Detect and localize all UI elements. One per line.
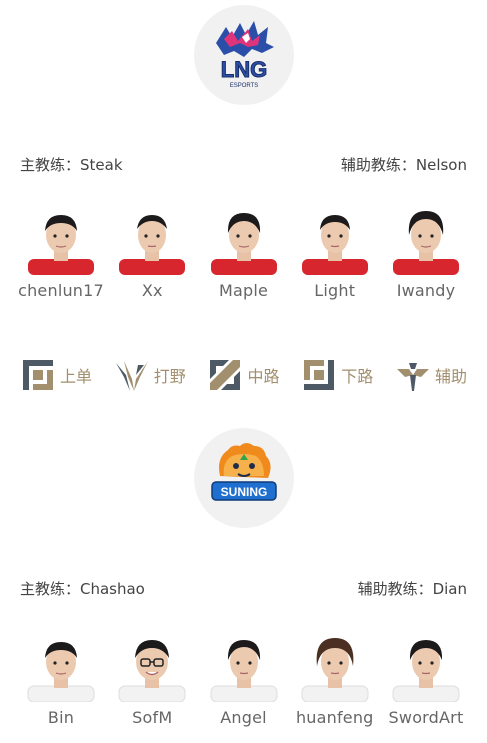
player-portrait-icon — [209, 630, 279, 702]
role-top: 上单 — [20, 357, 92, 393]
suning-coach-row: 主教练：Chashao 辅助教练：Dian — [20, 578, 467, 599]
lng-players: chenlun17 Xx Maple Light Iwandy — [18, 203, 469, 300]
player-portrait-icon — [391, 630, 461, 702]
suning-player-card: Bin — [18, 630, 104, 727]
suning-player-card: SwordArt — [383, 630, 469, 727]
player-name: SofM — [132, 708, 173, 727]
suning-lion-icon: SUNING — [210, 443, 277, 501]
player-name: Xx — [141, 281, 163, 300]
lng-player-card: Light — [292, 203, 378, 300]
suning-logo-text: SUNING — [220, 485, 267, 499]
player-name: SwordArt — [388, 708, 464, 727]
role-label: 辅助 — [434, 367, 467, 386]
role-label: 上单 — [60, 367, 93, 386]
lng-team-logo: LNG ESPORTS — [193, 5, 294, 105]
role-label: 打野 — [153, 367, 186, 386]
suning-player-card: SofM — [109, 630, 195, 727]
player-portrait-icon — [26, 630, 96, 702]
role-legend: 上单 打野 中路 下路 辅助 — [20, 357, 467, 393]
player-portrait-icon — [209, 203, 279, 275]
player-name: Iwandy — [396, 281, 456, 300]
lng-coach-row: 主教练：Steak 辅助教练：Nelson — [20, 154, 467, 175]
mid-lane-icon — [210, 360, 241, 390]
suning-head-coach: 主教练：Chashao — [20, 580, 145, 598]
player-portrait-icon — [26, 203, 96, 275]
player-name: Bin — [47, 708, 75, 727]
player-portrait-icon — [391, 203, 461, 275]
role-label: 下路 — [341, 367, 374, 386]
suning-team-logo: SUNING — [193, 428, 294, 528]
top-lane-icon — [23, 360, 53, 390]
lng-assistant-coach: 辅助教练：Nelson — [340, 156, 467, 174]
role-label: 中路 — [247, 367, 280, 386]
role-bottom: 下路 — [301, 357, 373, 393]
player-portrait-icon — [300, 630, 370, 702]
player-name: Angel — [220, 708, 267, 727]
player-name: huanfeng — [295, 708, 374, 727]
player-portrait-icon — [117, 203, 187, 275]
role-jungle: 打野 — [114, 357, 186, 393]
suning-players: Bin SofM Angel huanfeng SwordArt — [18, 630, 469, 727]
support-icon — [396, 363, 429, 391]
lng-player-card: Maple — [201, 203, 287, 300]
player-name: chenlun17 — [18, 281, 104, 300]
player-portrait-icon — [300, 203, 370, 275]
lng-logo-subtext: ESPORTS — [229, 83, 258, 89]
suning-assistant-coach: 辅助教练：Dian — [357, 580, 467, 598]
suning-player-card: huanfeng — [292, 630, 378, 727]
player-portrait-icon — [117, 630, 187, 702]
bottom-lane-icon — [304, 360, 335, 390]
lng-logo-text: LNG — [220, 57, 266, 82]
lng-player-card: Xx — [109, 203, 195, 300]
role-mid: 中路 — [207, 357, 279, 393]
lng-player-card: Iwandy — [383, 203, 469, 300]
player-name: Light — [314, 281, 356, 300]
jungle-icon — [115, 361, 148, 391]
lng-player-card: chenlun17 — [18, 203, 104, 300]
player-name: Maple — [218, 281, 269, 300]
lng-dragon-icon: LNG ESPORTS — [215, 21, 274, 89]
lng-head-coach: 主教练：Steak — [20, 156, 123, 174]
suning-player-card: Angel — [201, 630, 287, 727]
role-support: 辅助 — [395, 357, 467, 393]
